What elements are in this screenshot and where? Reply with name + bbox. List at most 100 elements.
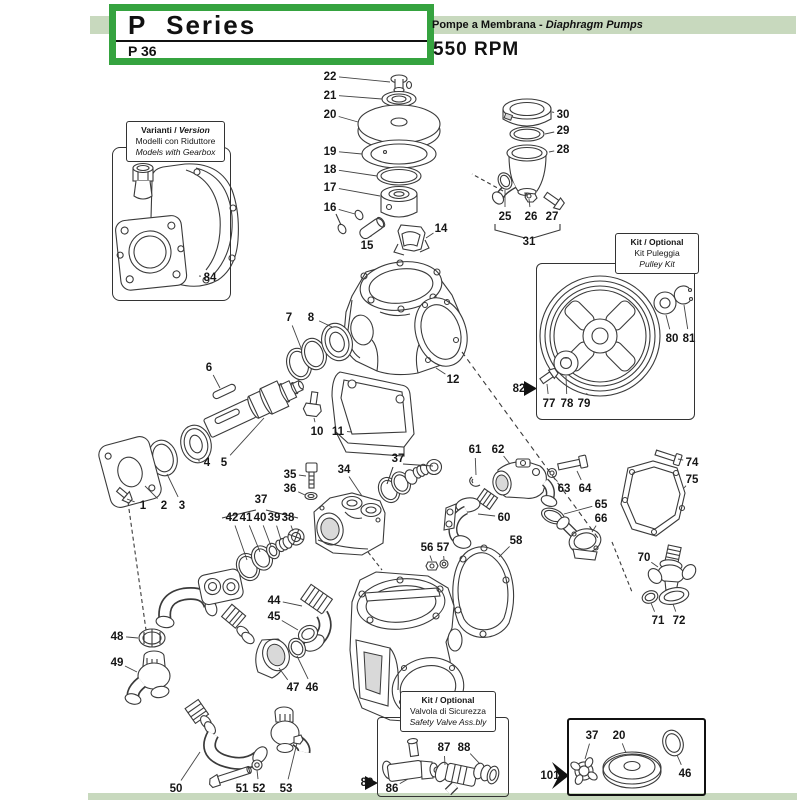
washer-57 xyxy=(439,559,449,569)
part-label-101: 101 xyxy=(540,770,560,782)
suction-ring xyxy=(124,568,334,789)
variant-drawing-box xyxy=(112,147,231,301)
page-title: P Series xyxy=(128,10,257,40)
part-label-62: 62 xyxy=(492,444,505,456)
subtitle-english: Diaphragm Pumps xyxy=(545,19,643,31)
leader-line-45 xyxy=(281,620,299,631)
part-label-4: 4 xyxy=(204,457,211,469)
variant-title: Varianti / Version xyxy=(141,125,210,135)
part-label-82: 82 xyxy=(513,383,526,395)
part-label-15: 15 xyxy=(361,240,374,252)
part-label-11: 11 xyxy=(332,426,345,438)
part-label-37: 37 xyxy=(586,730,599,742)
leader-line-60 xyxy=(477,513,496,517)
leader-line-7 xyxy=(291,325,302,349)
leader-line-21 xyxy=(338,95,383,100)
washer-36 xyxy=(304,491,318,501)
part-label-66: 66 xyxy=(595,513,608,525)
part-label-41: 41 xyxy=(240,512,253,524)
leader-line-2 xyxy=(144,485,158,499)
part-label-63: 63 xyxy=(558,483,571,495)
part-label-17: 17 xyxy=(324,182,337,194)
kit-arrow-82 xyxy=(524,381,537,396)
elbow-53 xyxy=(270,706,311,754)
nut-56 xyxy=(425,561,439,571)
leader-line-40 xyxy=(262,525,272,547)
part-label-37: 37 xyxy=(392,453,405,465)
part-label-60: 60 xyxy=(498,512,511,524)
leader-line-66 xyxy=(591,525,597,533)
kit-arrow-101 xyxy=(552,762,569,789)
part-label-36: 36 xyxy=(284,483,297,495)
part-label-47: 47 xyxy=(287,682,300,694)
part-label-31: 31 xyxy=(523,236,536,248)
part-label-72: 72 xyxy=(673,615,686,627)
leader-line-3 xyxy=(166,473,179,498)
part-label-7: 7 xyxy=(286,312,292,324)
part-label-87: 87 xyxy=(438,742,451,754)
leader-line-39 xyxy=(276,525,282,541)
elbow-49 xyxy=(124,650,171,705)
bolt-51 xyxy=(209,765,252,789)
leader-line-22 xyxy=(338,76,391,83)
valve-group-left xyxy=(235,528,305,582)
leader-line-75 xyxy=(683,485,687,489)
rpm-label: 550 RPM xyxy=(433,39,520,60)
leader-line-20 xyxy=(338,116,359,123)
leader-line-36 xyxy=(298,491,306,496)
leader-line-58 xyxy=(498,546,510,558)
bearing-4 xyxy=(180,424,212,464)
bolt-10 xyxy=(302,391,322,418)
part-label-34: 34 xyxy=(338,464,351,476)
leader-line-10 xyxy=(313,417,316,423)
gasket-58 xyxy=(452,544,515,638)
leader-line-62 xyxy=(503,455,511,465)
leader-extras xyxy=(127,173,633,790)
shaft-key xyxy=(212,383,236,400)
part-label-21: 21 xyxy=(324,90,337,102)
leader-line-80 xyxy=(665,314,671,330)
safety-valve-87-88 xyxy=(434,761,500,796)
part-label-65: 65 xyxy=(595,499,608,511)
leader-line-81 xyxy=(683,304,689,330)
variant-line3: Models with Gearbox xyxy=(135,147,216,157)
part-label-50: 50 xyxy=(170,783,183,795)
leader-line-72 xyxy=(672,603,677,612)
leader-line-42 xyxy=(234,525,248,561)
outlet-assembly xyxy=(491,98,565,211)
seal-71 xyxy=(641,590,659,604)
leader-line-28 xyxy=(548,150,555,153)
fitting-66 xyxy=(556,516,602,561)
diaphragm-kit-contents xyxy=(570,729,684,789)
bolt-35 xyxy=(305,462,318,489)
part-label-70: 70 xyxy=(638,552,651,564)
bolt-64 xyxy=(557,454,589,471)
leader-line-77 xyxy=(546,383,549,395)
part-label-81: 81 xyxy=(683,333,696,345)
leader-line-56 xyxy=(429,555,433,562)
part-label-20: 20 xyxy=(613,730,626,742)
mounting-plate xyxy=(331,371,415,457)
safety-kit-title: Kit / Optional xyxy=(421,695,475,705)
suction-elbow-60 xyxy=(443,497,481,549)
part-label-40: 40 xyxy=(254,512,267,524)
pump-shaft xyxy=(203,379,304,438)
part-label-88: 88 xyxy=(458,742,471,754)
part-label-10: 10 xyxy=(311,426,324,438)
part-label-74: 74 xyxy=(686,457,699,469)
leader-line-87 xyxy=(444,755,446,766)
leader-line-61 xyxy=(474,457,477,476)
leader-line-29 xyxy=(544,131,555,135)
part-label-14: 14 xyxy=(435,223,448,235)
leader-line-20 xyxy=(621,743,627,754)
part-label-84: 84 xyxy=(204,272,217,284)
part-label-71: 71 xyxy=(652,615,665,627)
cover-75 xyxy=(620,460,686,537)
part-label-16: 16 xyxy=(324,202,337,214)
leader-line-16 xyxy=(338,208,356,215)
part-label-22: 22 xyxy=(324,71,337,83)
pulley-kit-drawing-box xyxy=(536,263,695,420)
elbow-44 xyxy=(299,583,334,652)
